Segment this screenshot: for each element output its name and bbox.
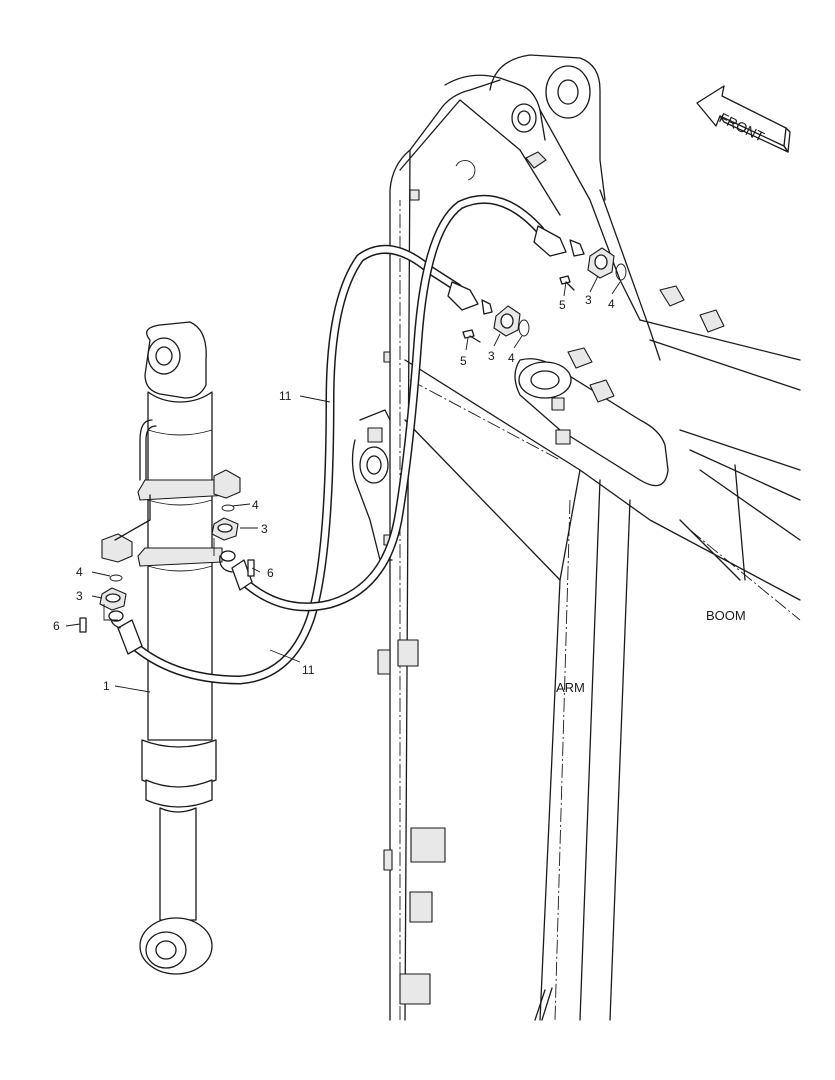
boom-label: BOOM — [706, 608, 746, 623]
callout-4-arm-upper: 4 — [608, 297, 615, 311]
callout-3-cylinder-lower: 3 — [76, 589, 83, 603]
hose-assemblies — [110, 194, 585, 685]
callout-11-lower: 11 — [302, 663, 315, 677]
callout-3-arm-upper: 3 — [585, 293, 592, 307]
fittings-hardware — [79, 247, 627, 633]
callout-4-cylinder-lower: 4 — [76, 565, 83, 579]
callout-labels: 11 11 1 4 3 6 4 3 6 5 3 4 5 3 4 — [53, 293, 615, 693]
leader-lines — [65, 275, 621, 693]
callout-1: 1 — [103, 679, 110, 693]
arm-structure — [351, 54, 801, 1021]
callout-4-cylinder-upper: 4 — [252, 498, 259, 512]
callout-3-cylinder-upper: 3 — [261, 522, 268, 536]
callout-11-upper: 11 — [279, 389, 292, 403]
callout-5-arm-lower: 5 — [460, 354, 467, 368]
callout-5-arm-upper: 5 — [559, 298, 566, 312]
callout-6-cylinder-upper: 6 — [267, 566, 274, 580]
hydraulic-cylinder — [101, 321, 241, 975]
callout-3-arm-lower: 3 — [488, 349, 495, 363]
arm-label: ARM — [556, 680, 585, 695]
callout-6-cylinder-lower: 6 — [53, 619, 60, 633]
callout-4-arm-lower: 4 — [508, 351, 515, 365]
front-direction-arrow: FRONT — [696, 85, 791, 153]
